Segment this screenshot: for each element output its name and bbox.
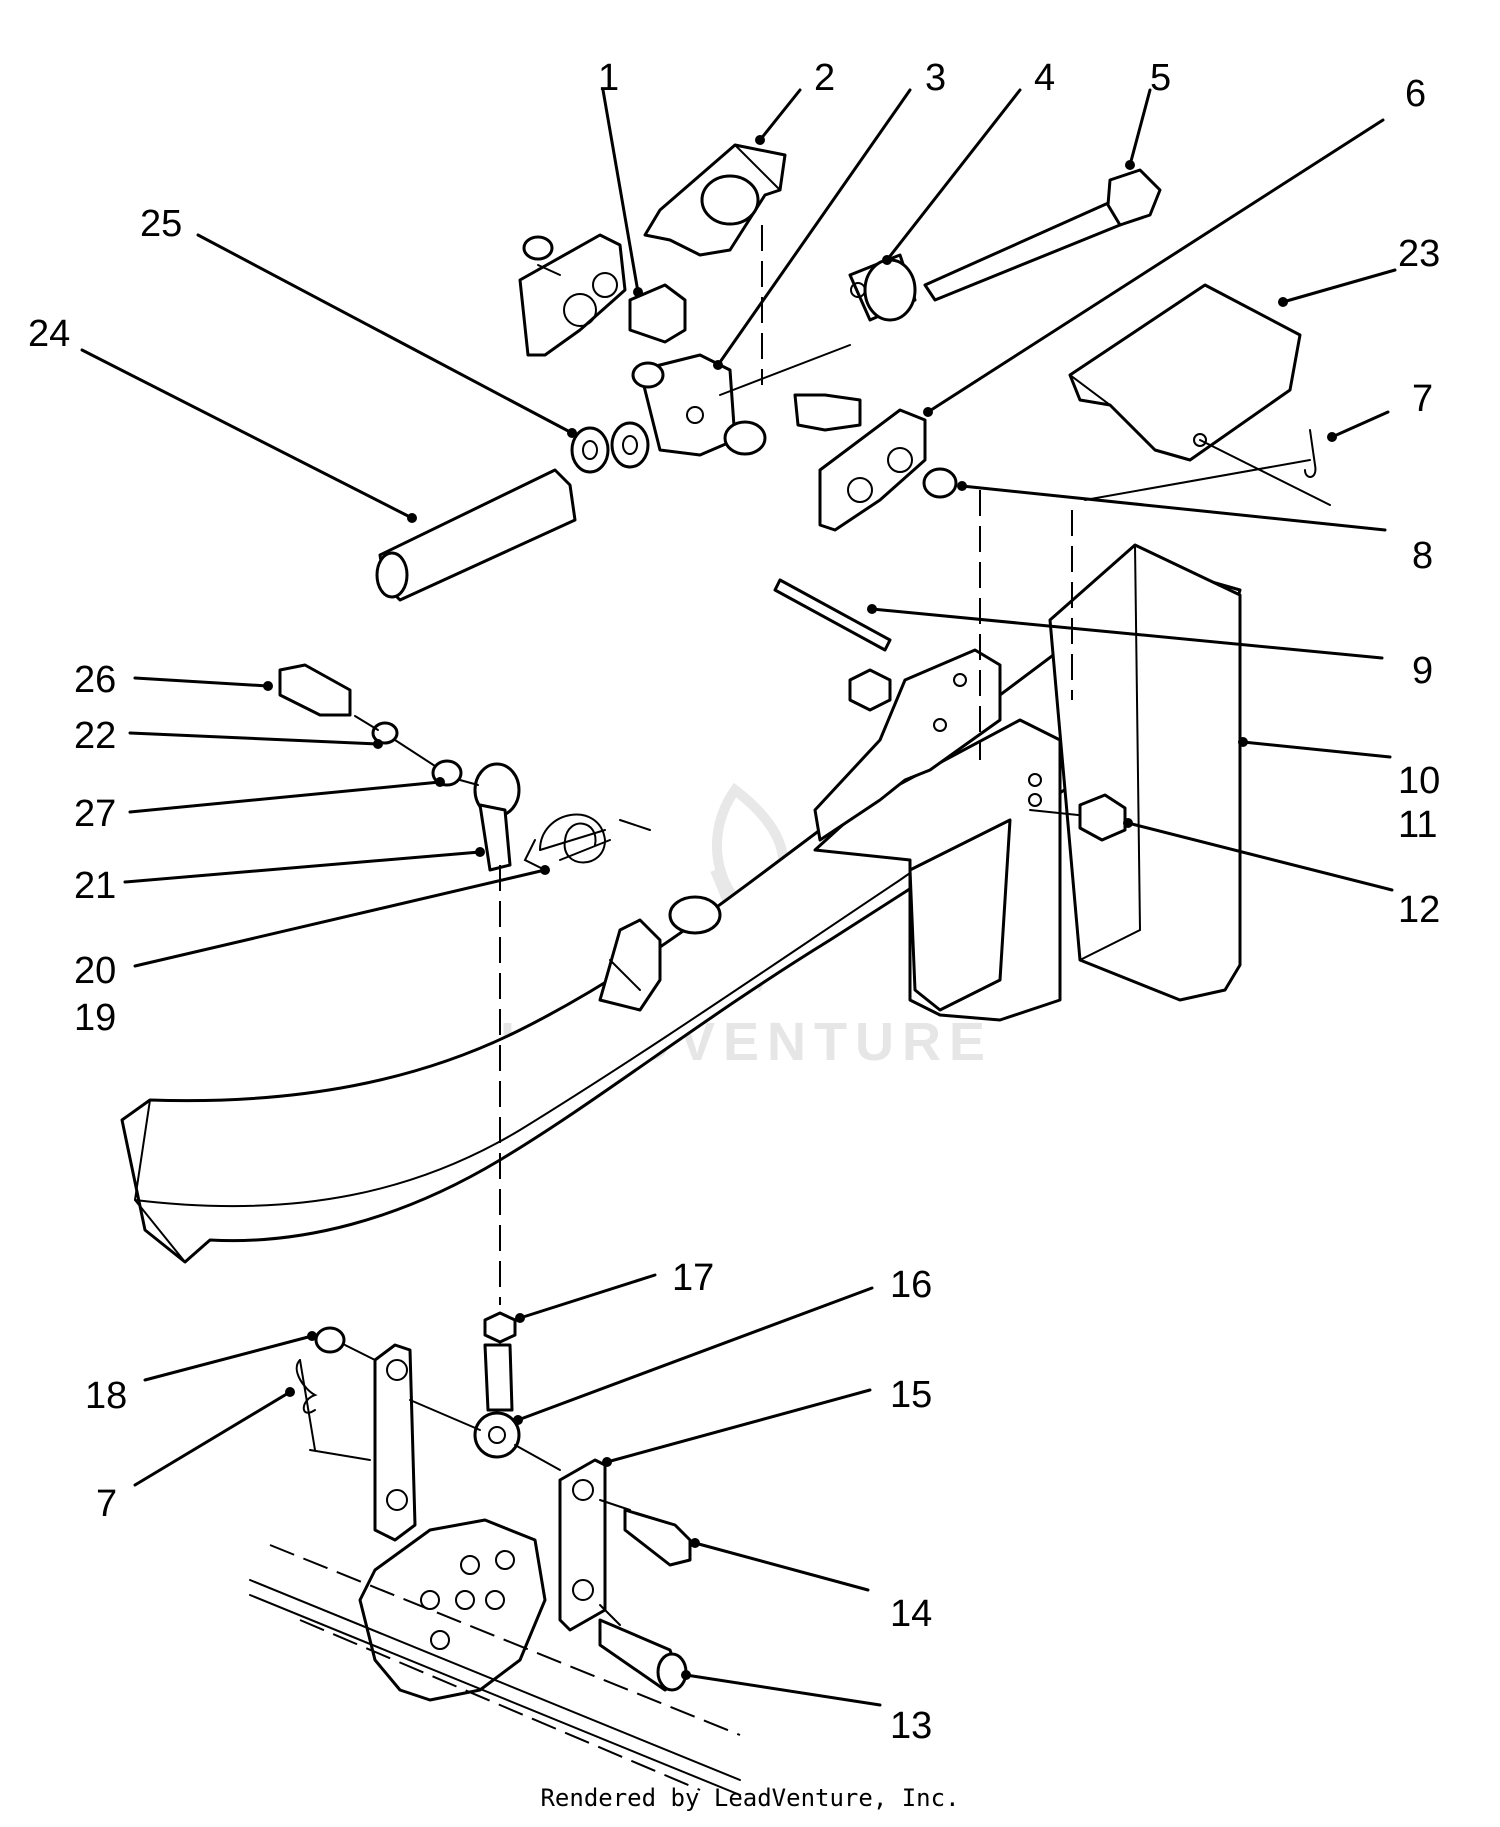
cylinder-4 (848, 253, 917, 322)
callout-12: 12 (1398, 889, 1440, 931)
washers-25 (570, 421, 650, 474)
plate-left (518, 233, 627, 357)
block-3 (631, 353, 767, 457)
callout-4: 4 (1034, 57, 1055, 99)
nut-18 (314, 1326, 346, 1354)
alignment-lines (299, 225, 1331, 1626)
nut-12 (1078, 793, 1127, 842)
pin-13 (598, 1618, 688, 1692)
callout-16: 16 (890, 1264, 932, 1306)
frame-rail (249, 1544, 741, 1796)
leader-lines (80, 88, 1397, 1707)
callout-3: 3 (925, 57, 946, 99)
callout-22: 22 (74, 715, 116, 757)
bolt-5 (923, 168, 1162, 302)
callout-11: 11 (1398, 804, 1437, 846)
callout-27: 27 (74, 793, 116, 835)
bolt-26 (278, 663, 352, 717)
callout-labels: 1 2 3 4 5 6 23 25 24 7 8 9 26 22 27 21 2… (28, 57, 1440, 1747)
plate-6 (818, 408, 927, 532)
callout-19: 19 (74, 997, 116, 1039)
callout-13: 13 (890, 1705, 932, 1747)
washer-22 (371, 721, 399, 745)
callout-5: 5 (1150, 57, 1171, 99)
callout-20: 20 (74, 950, 116, 992)
nut-17 (483, 1311, 517, 1344)
callout-25: 25 (140, 203, 182, 245)
callout-17: 17 (672, 1257, 714, 1299)
callout-10: 10 (1398, 760, 1440, 802)
callout-21: 21 (74, 865, 116, 907)
credit-text: Rendered by LeadVenture, Inc. (540, 1784, 960, 1812)
callout-6: 6 (1405, 73, 1426, 115)
cotter-pin-7-top (1304, 429, 1317, 478)
cover-23 (1068, 283, 1302, 462)
pin-9 (773, 578, 892, 652)
spacer-8 (922, 467, 958, 499)
bracket-2 (643, 143, 787, 257)
callout-24: 24 (28, 313, 70, 355)
callout-2: 2 (814, 57, 835, 99)
cotter-pin-7-bottom (295, 1359, 318, 1414)
shaft-24 (375, 468, 577, 602)
linkage-plate-left (373, 1343, 417, 1542)
callout-15: 15 (890, 1374, 932, 1416)
callout-7-top: 7 (1412, 378, 1433, 420)
callout-7-bottom: 7 (96, 1483, 117, 1525)
callout-18: 18 (85, 1375, 127, 1417)
nut-9 (848, 668, 892, 712)
bolt-1 (628, 283, 687, 344)
bolt-6 (793, 393, 862, 432)
rod-end-16 (473, 1343, 521, 1459)
callout-23: 23 (1398, 233, 1440, 275)
callout-14: 14 (890, 1593, 932, 1635)
spring-20 (523, 813, 651, 871)
pedal-plate (358, 1518, 547, 1702)
linkage-plate-15 (558, 1458, 607, 1632)
callout-9: 9 (1412, 650, 1433, 692)
bolt-14 (623, 1508, 692, 1567)
rod-end-21 (473, 762, 521, 872)
callout-8: 8 (1412, 535, 1433, 577)
pedal-arm (120, 543, 1242, 1264)
callout-1: 1 (598, 57, 619, 99)
callout-26: 26 (74, 659, 116, 701)
